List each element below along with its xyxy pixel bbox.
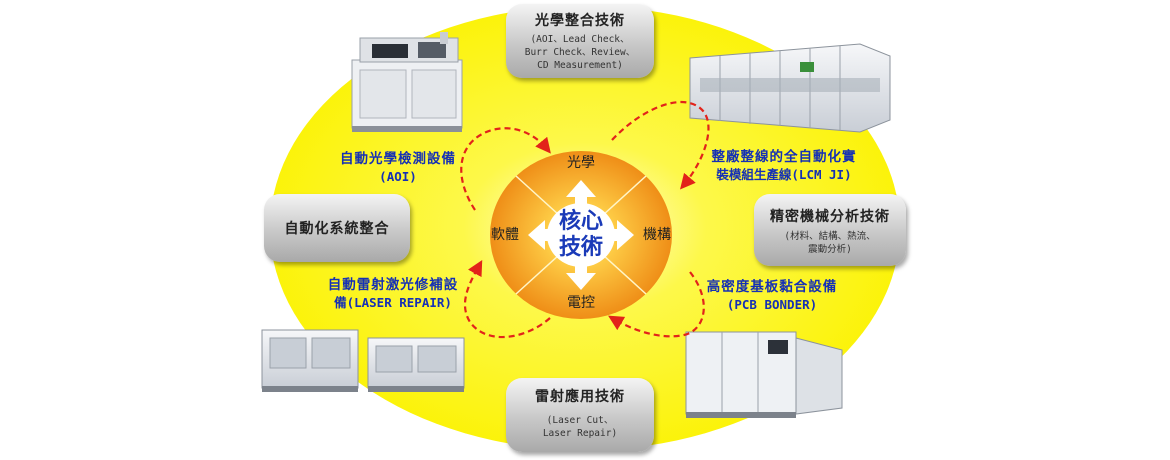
core-title: 核心 技術 <box>549 209 613 261</box>
four-way-arrow-icon <box>528 180 634 290</box>
lcm-line-image <box>689 43 891 133</box>
automation-integration-box: 自動化系統整合 <box>264 194 410 262</box>
core-label-optics: 光學 <box>567 155 595 171</box>
automation-integration-title: 自動化系統整合 <box>284 221 390 237</box>
product-lcm-label: 整廠整線的全自動化實 裝模組生產線(LCM JI) <box>686 148 882 184</box>
core-circle <box>490 151 672 319</box>
core-label-mechanism: 機構 <box>643 227 671 243</box>
product-aoi-line2: (AOI) <box>379 169 417 184</box>
laser-repair-machine-image <box>261 329 465 392</box>
precision-machinery-sub-2: 震動分析) <box>808 244 852 255</box>
optical-integration-sub-3: CD Measurement) <box>537 60 623 71</box>
laser-application-title: 雷射應用技術 <box>535 389 625 405</box>
product-pcb-line2: (PCB BONDER) <box>726 297 818 312</box>
core-label-software: 軟體 <box>491 227 519 243</box>
product-lcm-line1: 整廠整線的全自動化實 <box>711 149 857 165</box>
product-lcm-line2: 裝模組生產線(LCM JI) <box>716 167 852 182</box>
laser-application-sub-1: (Laser Cut、 <box>546 415 614 426</box>
precision-machinery-box: 精密機械分析技術 (材料、結構、熱流、 震動分析) <box>754 194 906 266</box>
precision-machinery-title: 精密機械分析技術 <box>770 209 890 225</box>
optical-integration-box: 光學整合技術 (AOI、Lead Check、 Burr Check、Revie… <box>506 4 654 78</box>
core-label-electric-control: 電控 <box>567 295 595 311</box>
product-pcb-line1: 高密度基板黏合設備 <box>706 279 838 295</box>
aoi-machine-image <box>351 32 463 132</box>
product-pcb-label: 高密度基板黏合設備 (PCB BONDER) <box>690 278 854 314</box>
core-title-line2: 技術 <box>558 235 603 260</box>
curved-dashed-arrow-icon <box>460 100 710 339</box>
laser-application-box: 雷射應用技術 (Laser Cut、 Laser Repair) <box>506 378 654 452</box>
laser-application-sub-2: Laser Repair) <box>542 428 618 439</box>
pcb-bonder-machine-image <box>685 331 843 418</box>
core-title-line1: 核心 <box>558 209 603 234</box>
product-laser-repair-line2: 備(LASER REPAIR) <box>334 295 452 310</box>
product-aoi-label: 自動光學檢測設備 (AOI) <box>318 150 478 186</box>
product-laser-repair-line1: 自動雷射激光修補設 <box>327 277 459 293</box>
optical-integration-sub-1: (AOI、Lead Check、 <box>530 34 630 45</box>
precision-machinery-sub-1: (材料、結構、熱流、 <box>784 231 876 242</box>
product-laser-repair-label: 自動雷射激光修補設 備(LASER REPAIR) <box>305 276 481 312</box>
product-aoi-line1: 自動光學檢測設備 <box>340 151 456 167</box>
optical-integration-title: 光學整合技術 <box>535 13 625 29</box>
optical-integration-sub-2: Burr Check、Review、 <box>524 47 636 58</box>
